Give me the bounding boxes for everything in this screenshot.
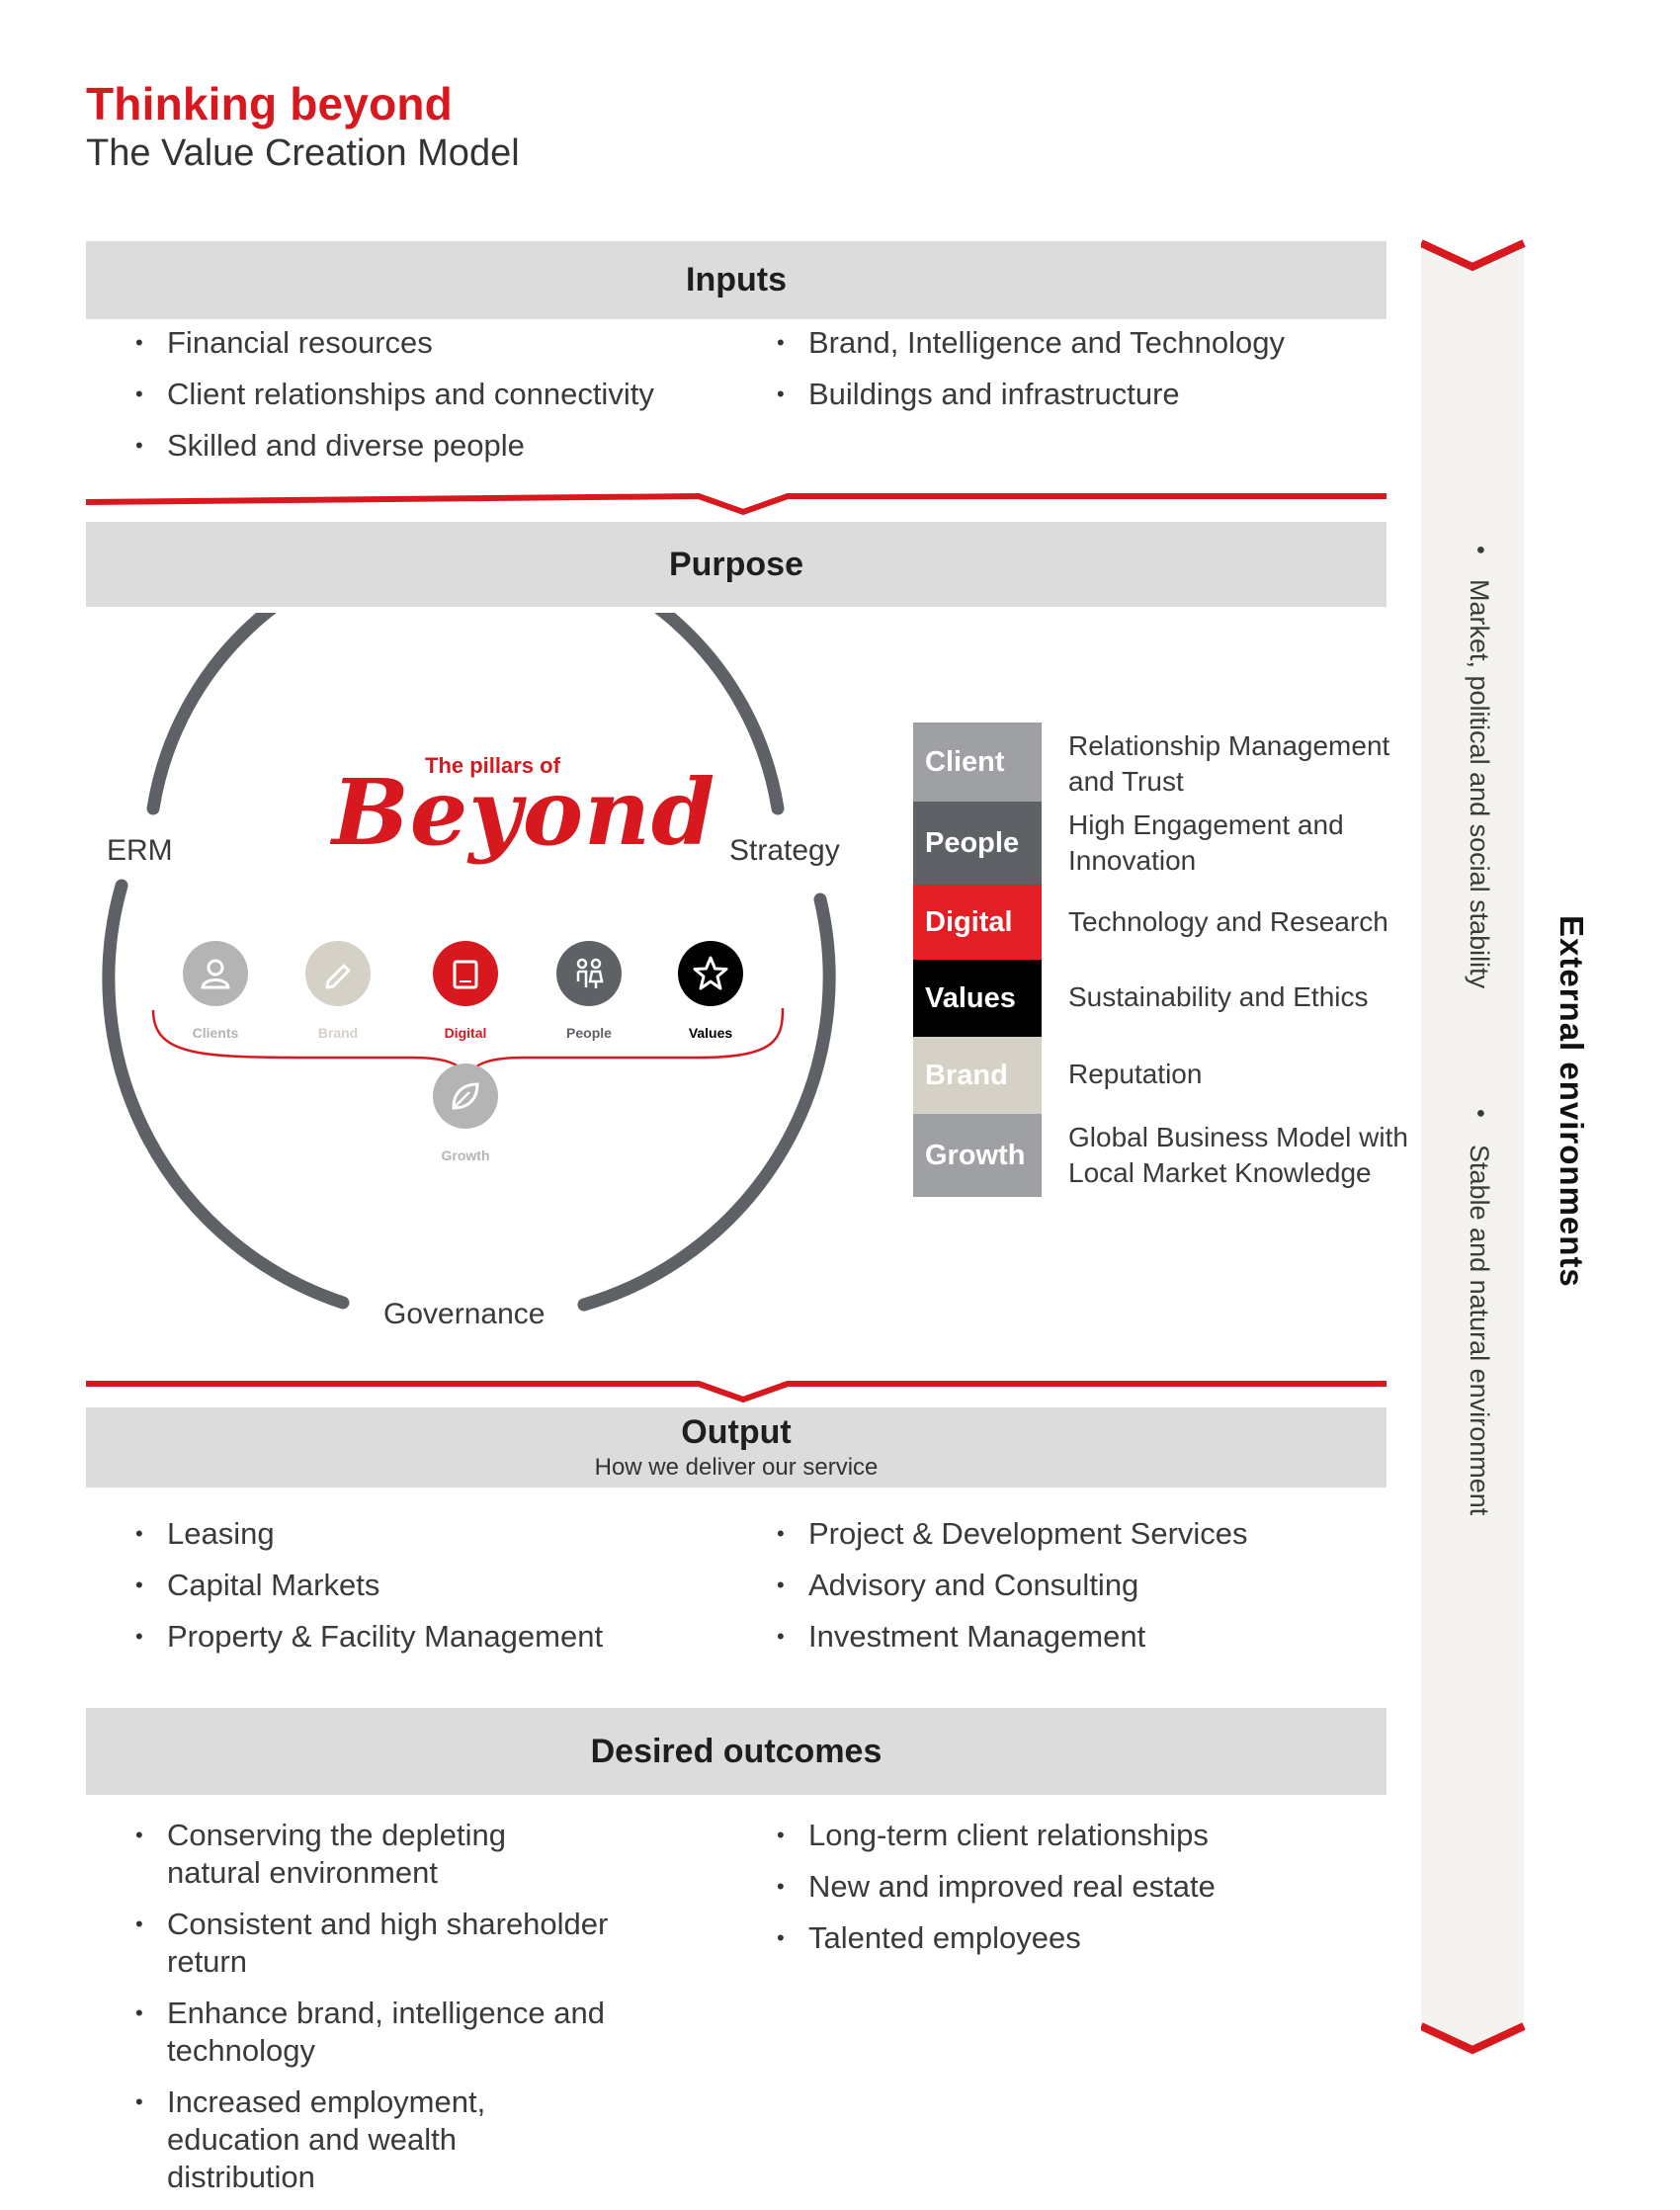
legend-desc: Relationship Management and Trust (1068, 730, 1390, 797)
ring-label-erm: ERM (107, 834, 173, 867)
leaf-icon (433, 1063, 498, 1129)
output-list-right: Project & Development Services Advisory … (727, 1515, 1360, 1669)
tablet-icon (433, 941, 498, 1006)
page-subtitle: The Value Creation Model (86, 132, 520, 174)
output-header: Output How we deliver our service (86, 1407, 1386, 1488)
icon-caption-growth: Growth (441, 1148, 490, 1163)
output-heading: Output (681, 1413, 792, 1451)
external-item-environment: Stable and natural environment (1465, 1145, 1494, 1516)
outcomes-header: Desired outcomes (86, 1708, 1386, 1795)
list-item: Conserving the depleting natural environ… (86, 1817, 602, 1892)
inputs-list-right: Brand, Intelligence and Technology Build… (727, 324, 1360, 427)
legend-swatch-growth: Growth (913, 1114, 1042, 1197)
page-title: Thinking beyond (86, 78, 453, 129)
icon-caption-values: Values (688, 1025, 733, 1041)
output-subheading: How we deliver our service (594, 1454, 879, 1481)
list-item: Consistent and high shareholder return (86, 1906, 649, 1981)
external-bullet: • (1467, 546, 1494, 554)
outcomes-list-left: Conserving the depleting natural environ… (86, 1817, 649, 2210)
list-item: Leasing (86, 1515, 679, 1553)
purpose-heading: Purpose (668, 545, 804, 583)
list-item: Property & Facility Management (86, 1618, 679, 1656)
legend-desc: Global Business Model with Local Market … (1068, 1122, 1408, 1188)
section-divider (86, 1381, 1386, 1403)
list-item: Enhance brand, intelligence and technolo… (86, 1995, 649, 2070)
star-icon (678, 941, 743, 1006)
icon-caption-clients: Clients (192, 1025, 239, 1041)
legend-desc: High Engagement and Innovation (1068, 809, 1344, 876)
list-item: Client relationships and connectivity (86, 376, 679, 413)
purpose-header: Purpose (86, 522, 1386, 607)
ring-label-strategy: Strategy (729, 834, 840, 867)
icon-caption-digital: Digital (444, 1025, 487, 1041)
list-item: Brand, Intelligence and Technology (727, 324, 1360, 362)
logo-tagline: The pillars of (425, 753, 560, 778)
legend-swatch-digital: Digital (913, 885, 1042, 960)
external-item-market: Market, political and social stability (1465, 579, 1494, 989)
list-item: New and improved real estate (727, 1868, 1360, 1906)
outcomes-list-right: Long-term client relationships New and i… (727, 1817, 1360, 1971)
list-item: Buildings and infrastructure (727, 376, 1360, 413)
inputs-header: Inputs (86, 241, 1386, 319)
external-band (1421, 239, 1526, 2056)
legend-swatch-client: Client (913, 722, 1042, 802)
list-item: Capital Markets (86, 1567, 679, 1604)
section-divider (86, 492, 1386, 516)
legend-swatch-values: Values (913, 960, 1042, 1037)
legend-desc: Technology and Research (1068, 906, 1388, 937)
pencil-icon (305, 941, 371, 1006)
external-heading: External environments (1554, 915, 1590, 1288)
list-item: Increased employment, education and weal… (86, 2083, 602, 2196)
legend-swatch-people: People (913, 802, 1042, 885)
ring-label-governance: Governance (383, 1298, 546, 1330)
people-icon (556, 941, 622, 1006)
list-item: Long-term client relationships (727, 1817, 1360, 1854)
list-item: Investment Management (727, 1618, 1360, 1656)
legend-swatch-brand: Brand (913, 1037, 1042, 1114)
logo-word: Beyond (332, 759, 716, 866)
inputs-list-left: Financial resources Client relationships… (86, 324, 679, 478)
legend-desc: Sustainability and Ethics (1068, 981, 1369, 1012)
list-item: Talented employees (727, 1919, 1360, 1957)
list-item: Financial resources (86, 324, 679, 362)
output-list-left: Leasing Capital Markets Property & Facil… (86, 1515, 679, 1669)
outcomes-heading: Desired outcomes (590, 1732, 882, 1770)
inputs-heading: Inputs (686, 261, 787, 298)
list-item: Skilled and diverse people (86, 427, 679, 465)
external-bullet: • (1467, 1109, 1494, 1118)
list-item: Advisory and Consulting (727, 1567, 1360, 1604)
legend-desc: Reputation (1068, 1059, 1203, 1089)
list-item: Project & Development Services (727, 1515, 1360, 1553)
icon-caption-people: People (566, 1025, 612, 1041)
icon-caption-brand: Brand (317, 1025, 359, 1041)
person-icon (183, 941, 248, 1006)
